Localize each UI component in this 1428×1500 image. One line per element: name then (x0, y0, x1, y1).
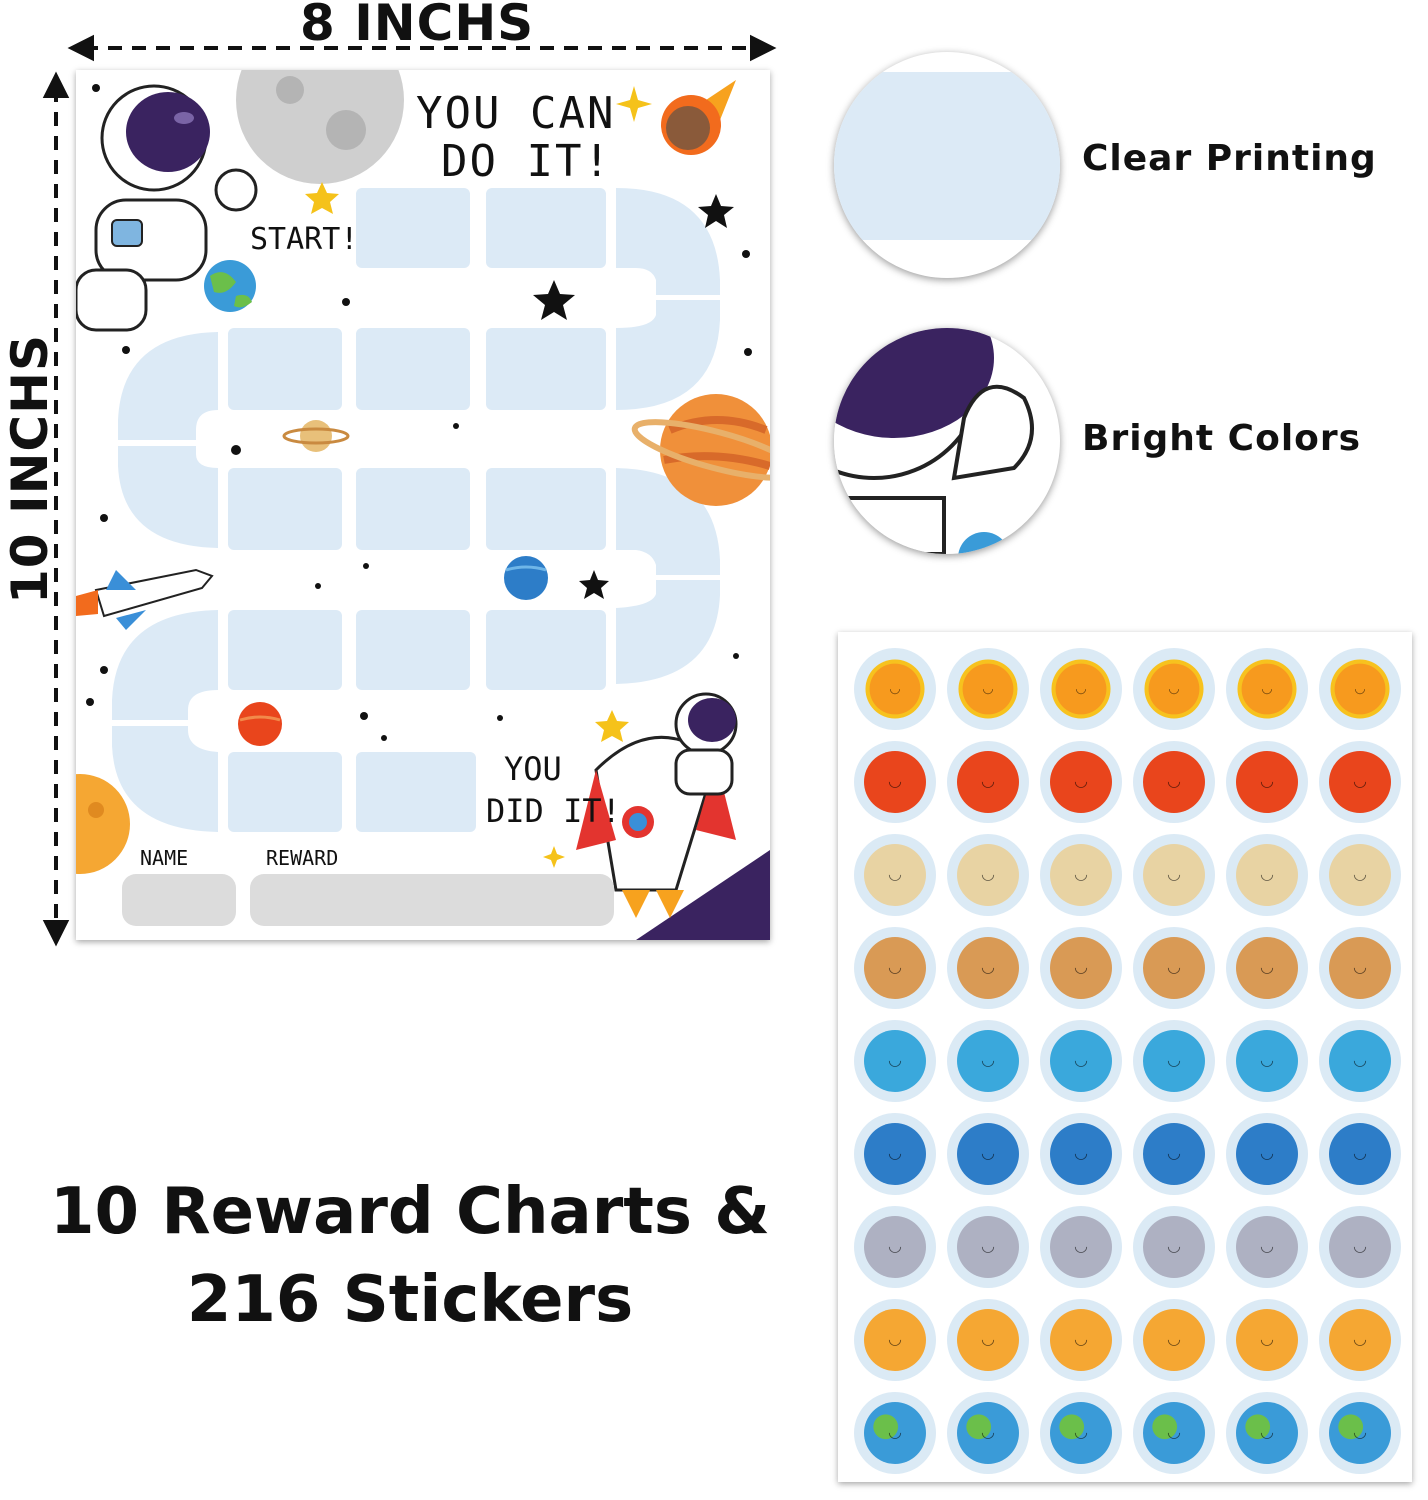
earth-sticker-icon: ◡ (947, 1392, 1029, 1474)
saturn-sticker-icon: ◡ (947, 927, 1029, 1009)
uranus-sticker-icon: ◡ (1226, 1020, 1308, 1102)
sun-sticker-icon: ◡ (1133, 648, 1215, 730)
sun-sticker-icon: ◡ (1040, 648, 1122, 730)
uranus-sticker-icon: ◡ (1133, 1020, 1215, 1102)
star-icons (86, 84, 752, 741)
uranus-sticker-icon: ◡ (1319, 1020, 1401, 1102)
width-label: 8 INCHS (300, 0, 535, 52)
uranus-sticker-icon: ◡ (854, 1020, 936, 1102)
sticker-sheet: ◡◡◡◡◡◡◡◡◡◡◡◡◡◡◡◡◡◡◡◡◡◡◡◡◡◡◡◡◡◡◡◡◡◡◡◡◡◡◡◡… (838, 632, 1412, 1482)
neptune-sticker-icon: ◡ (1040, 1113, 1122, 1195)
saturn-sticker-icon: ◡ (1133, 927, 1215, 1009)
clear-printing-sample-icon (834, 52, 1060, 278)
neptune-sticker-icon: ◡ (1319, 1113, 1401, 1195)
jupiter-sticker-icon: ◡ (1319, 834, 1401, 916)
finish-label-line2: DID IT! (486, 792, 621, 830)
reward-field (250, 874, 614, 926)
earth-icon (204, 260, 256, 312)
yellow-star-icons (305, 86, 652, 868)
chart-title-line1: YOU CAN (416, 88, 616, 139)
progress-track (112, 188, 720, 832)
bright-colors-sample-icon (834, 328, 1060, 554)
mars-icon (238, 702, 282, 746)
venus-sticker-icon: ◡ (1133, 1299, 1215, 1381)
meteor-icon (661, 80, 736, 155)
name-field (122, 874, 236, 926)
start-label: START! (250, 222, 359, 257)
reward-field-label: REWARD (266, 846, 339, 870)
mars-sticker-icon: ◡ (1319, 741, 1401, 823)
earth-sticker-icon: ◡ (854, 1392, 936, 1474)
jupiter-sticker-icon: ◡ (854, 834, 936, 916)
bright-colors-label: Bright Colors (1082, 418, 1362, 459)
earth-sticker-icon: ◡ (1040, 1392, 1122, 1474)
uranus-sticker-icon: ◡ (947, 1020, 1029, 1102)
jupiter-sticker-icon: ◡ (1040, 834, 1122, 916)
mars-sticker-icon: ◡ (1133, 741, 1215, 823)
neptune-icon (504, 556, 548, 600)
jupiter-sticker-icon: ◡ (1226, 834, 1308, 916)
venus-sticker-icon: ◡ (854, 1299, 936, 1381)
neptune-sticker-icon: ◡ (1226, 1113, 1308, 1195)
neptune-sticker-icon: ◡ (1133, 1113, 1215, 1195)
earth-sticker-icon: ◡ (1226, 1392, 1308, 1474)
sun-sticker-icon: ◡ (1226, 648, 1308, 730)
saturn-sticker-icon: ◡ (1226, 927, 1308, 1009)
name-field-label: NAME (140, 846, 189, 870)
venus-sticker-icon: ◡ (1040, 1299, 1122, 1381)
sun-sticker-icon: ◡ (1319, 648, 1401, 730)
venus-sticker-icon: ◡ (1319, 1299, 1401, 1381)
venus-icon (76, 774, 130, 874)
small-saturn-icon (282, 420, 350, 452)
mars-sticker-icon: ◡ (947, 741, 1029, 823)
mars-sticker-icon: ◡ (1226, 741, 1308, 823)
moon-icon (236, 70, 404, 184)
venus-sticker-icon: ◡ (947, 1299, 1029, 1381)
height-label: 10 INCHS (1, 334, 59, 604)
earth-sticker-icon: ◡ (1133, 1392, 1215, 1474)
moon-sticker-icon: ◡ (1133, 1206, 1215, 1288)
jupiter-sticker-icon: ◡ (947, 834, 1029, 916)
sun-sticker-icon: ◡ (947, 648, 1029, 730)
jupiter-sticker-icon: ◡ (1133, 834, 1215, 916)
neptune-sticker-icon: ◡ (947, 1113, 1029, 1195)
sun-sticker-icon: ◡ (854, 648, 936, 730)
chart-art (76, 70, 770, 940)
mars-sticker-icon: ◡ (854, 741, 936, 823)
clear-printing-label: Clear Printing (1082, 138, 1377, 179)
venus-sticker-icon: ◡ (1226, 1299, 1308, 1381)
moon-sticker-icon: ◡ (854, 1206, 936, 1288)
mars-sticker-icon: ◡ (1040, 741, 1122, 823)
headline-line2: 216 Stickers (186, 1263, 634, 1337)
moon-sticker-icon: ◡ (947, 1206, 1029, 1288)
finish-label-line1: YOU (504, 750, 562, 788)
saturn-icon (631, 394, 770, 506)
space-shuttle-icon (76, 568, 214, 630)
earth-sticker-icon: ◡ (1319, 1392, 1401, 1474)
saturn-sticker-icon: ◡ (1319, 927, 1401, 1009)
saturn-sticker-icon: ◡ (1040, 927, 1122, 1009)
moon-sticker-icon: ◡ (1040, 1206, 1122, 1288)
rocket-astronaut-icon (576, 692, 770, 940)
uranus-sticker-icon: ◡ (1040, 1020, 1122, 1102)
chart-title-line2: DO IT! (441, 136, 612, 187)
moon-sticker-icon: ◡ (1319, 1206, 1401, 1288)
astronaut-icon (76, 84, 258, 332)
headline-line1: 10 Reward Charts & (49, 1175, 771, 1249)
reward-chart-preview: YOU CAN DO IT! START! YOU DID IT! NAME R… (76, 70, 770, 940)
moon-sticker-icon: ◡ (1226, 1206, 1308, 1288)
product-headline: 10 Reward Charts & 216 Stickers (0, 1168, 820, 1344)
saturn-sticker-icon: ◡ (854, 927, 936, 1009)
neptune-sticker-icon: ◡ (854, 1113, 936, 1195)
